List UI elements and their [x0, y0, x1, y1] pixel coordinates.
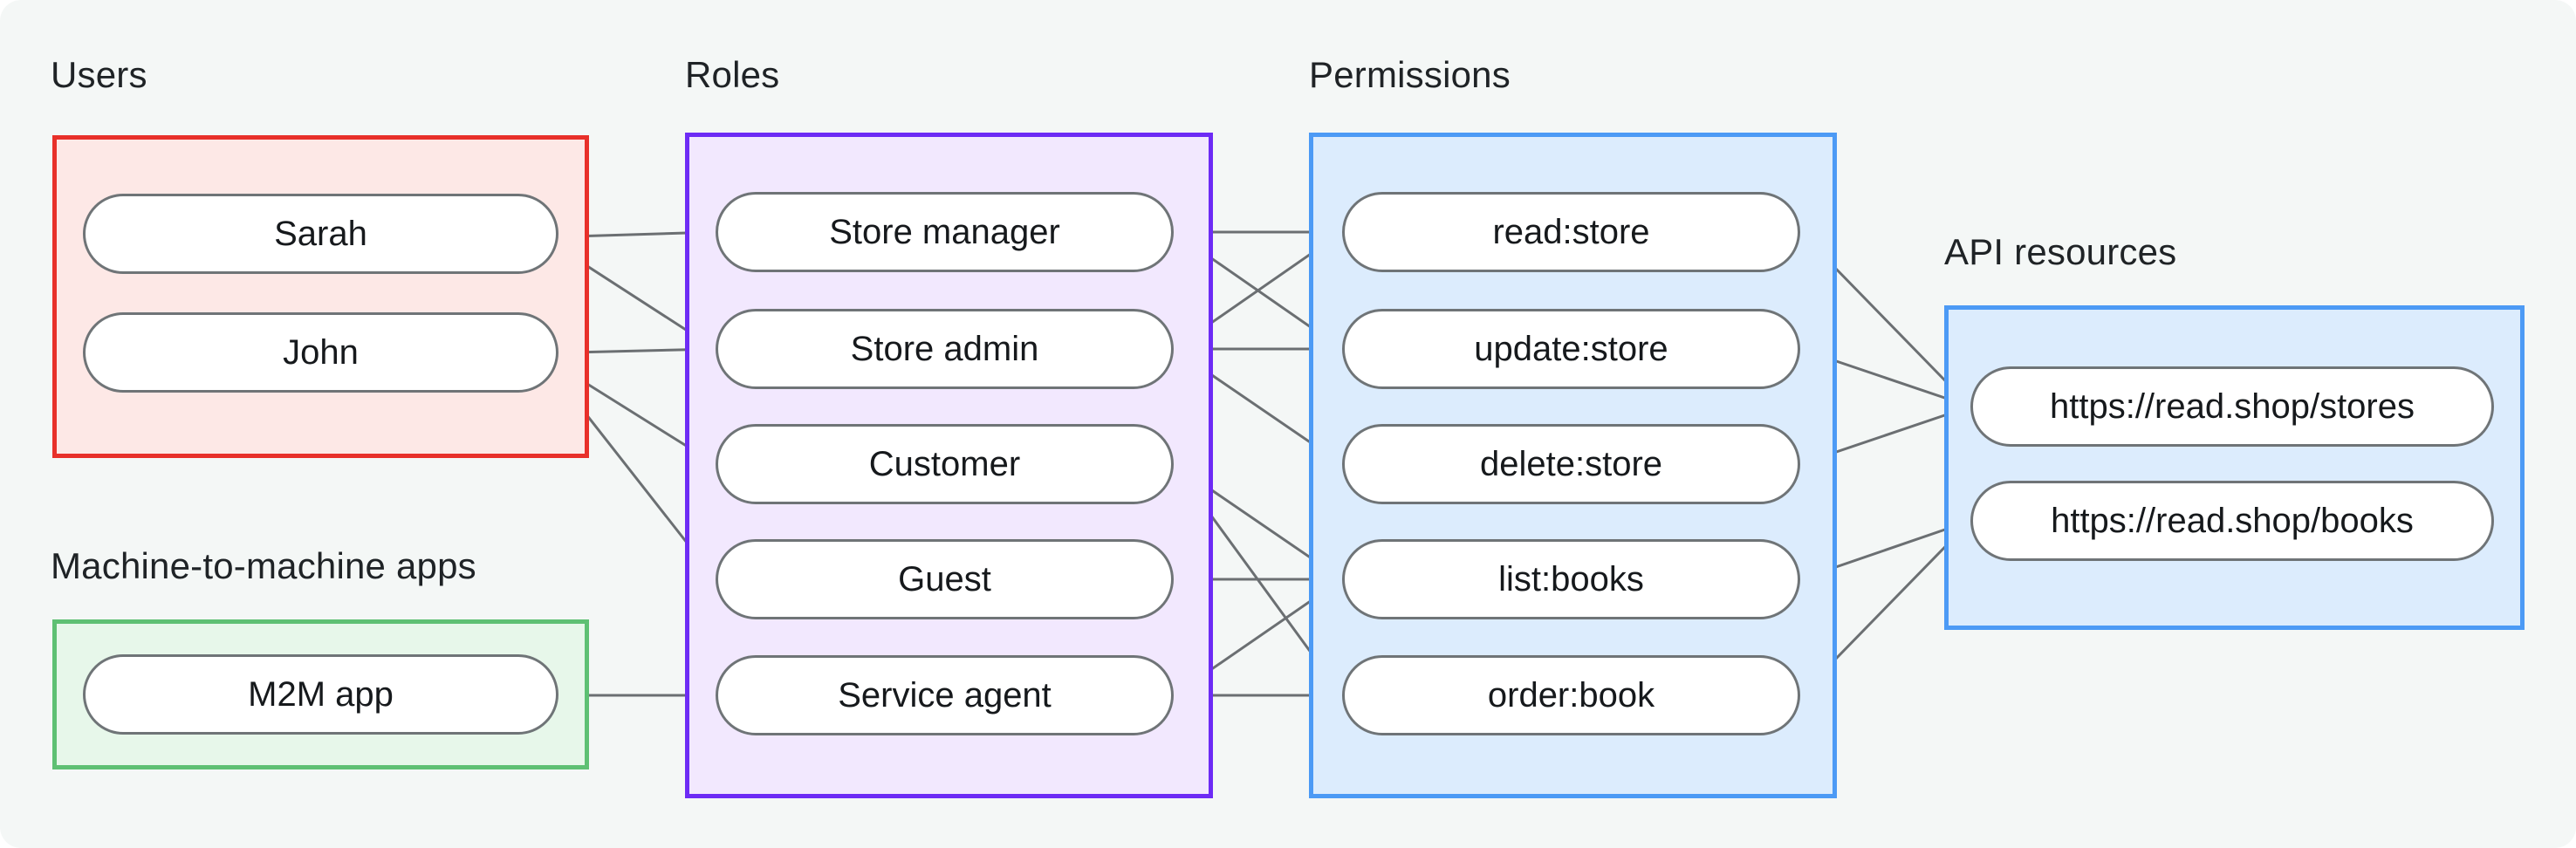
group-title-permissions: Permissions: [1309, 54, 1511, 95]
node-order-book[interactable]: order:book: [1342, 655, 1800, 735]
node-update-store[interactable]: update:store: [1342, 309, 1800, 389]
group-box-users: [52, 135, 589, 458]
node-store-admin[interactable]: Store admin: [716, 309, 1174, 389]
node-john[interactable]: John: [83, 312, 558, 393]
node-guest[interactable]: Guest: [716, 539, 1174, 619]
node-customer[interactable]: Customer: [716, 424, 1174, 504]
node-store-manager[interactable]: Store manager: [716, 192, 1174, 272]
group-title-users: Users: [51, 54, 147, 95]
node-list-books[interactable]: list:books: [1342, 539, 1800, 619]
group-title-m2m: Machine-to-machine apps: [51, 545, 476, 586]
node-read-store[interactable]: read:store: [1342, 192, 1800, 272]
node-service-agent[interactable]: Service agent: [716, 655, 1174, 735]
node-sarah[interactable]: Sarah: [83, 194, 558, 274]
node-delete-store[interactable]: delete:store: [1342, 424, 1800, 504]
node-m2m-app[interactable]: M2M app: [83, 654, 558, 735]
node-res-stores[interactable]: https://read.shop/stores: [1970, 366, 2494, 447]
group-box-api-resources: [1944, 305, 2525, 630]
group-title-api-resources: API resources: [1944, 231, 2177, 272]
node-res-books[interactable]: https://read.shop/books: [1970, 481, 2494, 561]
group-title-roles: Roles: [685, 54, 780, 95]
